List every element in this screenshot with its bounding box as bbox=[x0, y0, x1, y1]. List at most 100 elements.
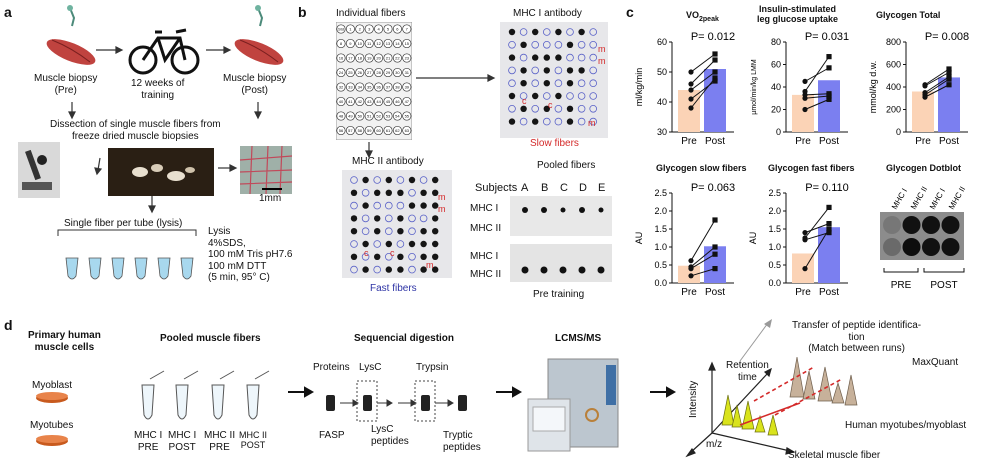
pre-point bbox=[802, 88, 808, 95]
bar-pre bbox=[678, 90, 700, 132]
y-tick-label: 80 bbox=[771, 37, 781, 47]
blot-dot bbox=[374, 215, 381, 222]
blot-circle bbox=[577, 105, 586, 113]
post-point bbox=[826, 54, 832, 60]
pooled-fibers-label: Pooled fibers bbox=[537, 160, 596, 171]
blot-dot bbox=[520, 80, 527, 87]
paired-line bbox=[804, 223, 830, 234]
paired-line bbox=[690, 268, 716, 277]
paired-line bbox=[924, 84, 950, 98]
pre-point bbox=[802, 78, 808, 84]
pre-point bbox=[802, 106, 808, 113]
post-point bbox=[946, 82, 952, 88]
pre-point bbox=[922, 82, 928, 88]
blot-circle bbox=[531, 66, 540, 75]
grid-well bbox=[402, 24, 412, 34]
blot-circle bbox=[566, 92, 574, 100]
pre-point bbox=[688, 81, 694, 87]
grid-well bbox=[355, 125, 365, 136]
grid-well bbox=[402, 38, 412, 49]
grid-well-number: 2 bbox=[359, 27, 362, 32]
grid-well bbox=[345, 53, 355, 63]
blot-dot bbox=[520, 67, 527, 74]
grid-well bbox=[402, 82, 412, 92]
grid-well-number: 6 bbox=[396, 27, 399, 32]
blot-dot bbox=[432, 266, 439, 273]
paired-line bbox=[804, 232, 830, 241]
grid-well bbox=[355, 111, 365, 121]
proteins-label: Proteins bbox=[313, 362, 350, 373]
grid-well-number: 4 bbox=[377, 27, 380, 32]
grid-well bbox=[392, 96, 402, 107]
grid-well-number: 1 bbox=[349, 27, 352, 32]
y-axis-label: mmol/kg d.w. bbox=[868, 61, 878, 114]
dotblot-spot bbox=[883, 238, 901, 256]
y-tick-label: 40 bbox=[771, 82, 781, 92]
grid-well bbox=[383, 125, 393, 136]
blot-circle bbox=[361, 188, 370, 197]
paired-line bbox=[804, 228, 830, 269]
paired-line bbox=[924, 78, 950, 96]
paired-line bbox=[924, 71, 950, 87]
blot-dot bbox=[397, 253, 404, 260]
blot-circle bbox=[373, 265, 382, 274]
paired-line bbox=[804, 67, 830, 82]
blot-circle bbox=[589, 79, 597, 87]
pre-training-label: Pre training bbox=[533, 289, 585, 300]
paired-line bbox=[690, 253, 716, 270]
blot-circle bbox=[577, 92, 586, 100]
y-tick-label: 2.5 bbox=[654, 188, 667, 198]
tube-label-2: MHC I POST bbox=[168, 430, 197, 453]
blot-dot bbox=[543, 67, 550, 74]
panel-letter-b: b bbox=[298, 4, 307, 20]
y-tick-label: 0.5 bbox=[768, 260, 781, 270]
grid-well-number: 38 bbox=[395, 85, 400, 90]
blot-dot bbox=[362, 176, 369, 184]
blot-circle bbox=[350, 176, 358, 184]
blot-annotation: m bbox=[598, 44, 606, 54]
subjects-label: Subjects bbox=[475, 182, 518, 194]
grid-well bbox=[364, 125, 374, 136]
grid-well-number: 46 bbox=[395, 99, 400, 104]
grid-well-number: 21 bbox=[386, 56, 391, 61]
blot-dot bbox=[362, 240, 369, 248]
paired-line bbox=[690, 59, 716, 85]
grid-well-number: 22 bbox=[395, 56, 400, 61]
x-tick-label: Pre bbox=[681, 287, 697, 298]
blot-circle bbox=[373, 201, 382, 210]
grid-well bbox=[345, 24, 355, 34]
blot-circle bbox=[508, 105, 516, 113]
x-tick-label: Post bbox=[819, 136, 839, 147]
paired-line bbox=[690, 77, 716, 109]
blot-circle bbox=[542, 40, 551, 49]
y-tick-label: 200 bbox=[886, 105, 901, 115]
grid-well-number: 42 bbox=[358, 99, 363, 104]
blot-circle bbox=[566, 53, 574, 62]
grid-well-number: 45 bbox=[386, 99, 391, 104]
blot-annotation: m bbox=[438, 204, 446, 214]
grid-well bbox=[364, 111, 374, 121]
blot-dot bbox=[520, 41, 527, 48]
blot-dot bbox=[543, 105, 550, 113]
grid-well bbox=[364, 96, 374, 107]
blot-circle bbox=[384, 227, 393, 235]
grid-well-number: 18 bbox=[358, 56, 363, 61]
post-point bbox=[712, 251, 718, 257]
blot-circle bbox=[361, 253, 370, 261]
p-value: P= 0.110 bbox=[805, 182, 849, 194]
tryptic-peptides-label: Tryptic peptides bbox=[443, 430, 481, 453]
y-tick-label: 2.0 bbox=[654, 206, 667, 216]
grid-well bbox=[364, 24, 374, 34]
grid-well bbox=[383, 96, 393, 107]
bar-post bbox=[938, 77, 960, 132]
tube-row-icons bbox=[65, 257, 194, 280]
group-bracket-pre bbox=[883, 268, 919, 273]
blot-circle bbox=[408, 253, 416, 261]
blot-dot bbox=[420, 253, 427, 260]
p-value: P= 0.008 bbox=[925, 31, 969, 43]
blot-circle bbox=[577, 79, 586, 87]
grid-well bbox=[355, 96, 365, 107]
